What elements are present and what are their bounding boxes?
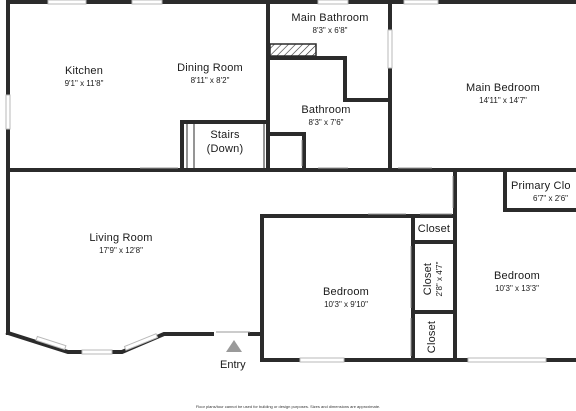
room-dimensions: 17'9" x 12'8"	[99, 245, 143, 255]
window	[403, 0, 439, 5]
room-bedroom-right: Bedroom 10'3" x 13'3"	[466, 270, 568, 294]
window	[35, 335, 67, 351]
room-dimensions: 8'11" x 8'2"	[190, 75, 230, 85]
room-name: Closet	[426, 320, 438, 354]
room-name: Primary Clo	[511, 180, 571, 192]
room-main-bedroom: Main Bedroom 14'11" x 14'7"	[450, 82, 556, 106]
room-name: Bedroom	[322, 286, 370, 298]
window	[5, 94, 11, 130]
window	[81, 349, 113, 355]
room-dimensions: 8'3" x 7'6"	[308, 117, 344, 127]
room-kitchen: Kitchen 9'1" x 11'8"	[44, 65, 124, 89]
room-dimensions: 8'3" x 6'8"	[312, 25, 348, 35]
window	[467, 357, 547, 363]
room-name: Main Bathroom	[291, 12, 369, 24]
room-dimensions: 2'8" x 4'7"	[435, 261, 445, 297]
room-name: Bedroom	[493, 270, 541, 282]
window	[47, 0, 87, 5]
room-name: Main Bedroom	[466, 82, 540, 94]
room-dimensions: 10'3" x 13'3"	[495, 283, 539, 293]
room-dimensions: 9'1" x 11'8"	[64, 78, 104, 88]
wall-main-bath-bottom	[266, 56, 392, 102]
room-dimensions: 6'7" x 2'6"	[533, 193, 568, 203]
stairs-line-2: (Down)	[206, 142, 244, 155]
window	[131, 0, 163, 5]
wall-bath-closet	[268, 132, 306, 172]
room-dining: Dining Room 8'11" x 8'2"	[160, 62, 260, 86]
wall-bay	[5, 330, 214, 354]
room-name: Closet	[417, 223, 451, 235]
room-main-bathroom: Main Bathroom 8'3" x 6'8"	[278, 12, 382, 36]
room-bathroom: Bathroom 8'3" x 7'6"	[280, 104, 372, 128]
room-closet-top: Closet	[414, 223, 454, 237]
stairs-line-1: Stairs	[210, 129, 240, 141]
room-closet-bottom: Closet	[426, 314, 440, 360]
room-primary-closet: Primary Clo 6'7" x 2'6"	[511, 180, 576, 204]
room-dimensions: 14'11" x 14'7"	[479, 95, 527, 105]
window	[317, 0, 349, 5]
window	[299, 357, 345, 363]
room-name: Dining Room	[177, 62, 243, 74]
window	[123, 333, 159, 351]
room-name: Kitchen	[64, 65, 104, 77]
wall-primary-closet	[503, 168, 576, 212]
stairs-label: Stairs (Down)	[198, 129, 252, 157]
room-name: Bathroom	[301, 104, 351, 116]
room-living: Living Room 17'9" x 12'8"	[70, 232, 172, 256]
room-bedroom-center: Bedroom 10'3" x 9'10"	[296, 286, 396, 310]
entry-label: Entry	[220, 359, 246, 371]
hatched-shaft	[269, 43, 317, 57]
room-name: Living Room	[89, 232, 153, 244]
room-name: Closet	[422, 262, 434, 296]
entry-marker-icon	[226, 340, 242, 352]
window	[387, 29, 393, 69]
room-dimensions: 10'3" x 9'10"	[324, 299, 368, 309]
room-closet-mid: Closet 2'8" x 4'7"	[422, 244, 446, 314]
footer-note: Floor plans/tour cannot be used for buil…	[195, 404, 381, 409]
